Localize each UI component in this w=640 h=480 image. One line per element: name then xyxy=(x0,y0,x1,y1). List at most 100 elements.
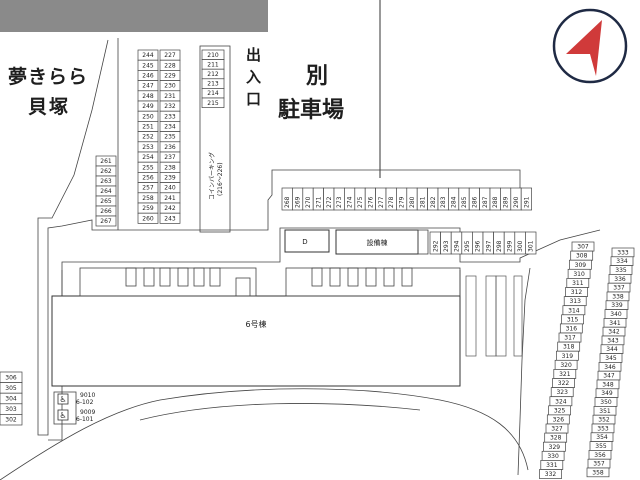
parking-slot-number: 317 xyxy=(564,335,576,342)
parking-slot: 323 xyxy=(550,387,574,398)
coin-parking-area xyxy=(199,45,231,233)
parking-slot: 305 xyxy=(0,382,23,394)
parking-slot-number: 315 xyxy=(567,316,579,323)
parking-slot: 291 xyxy=(520,187,532,211)
accessible-2-num: 9009 xyxy=(80,409,95,416)
parking-slot: 307 xyxy=(571,241,595,252)
parking-slot-number: 263 xyxy=(100,178,112,185)
parking-slot: 293 xyxy=(440,231,452,255)
parking-slot: 240 xyxy=(159,182,181,194)
parking-slot: 288 xyxy=(489,187,501,211)
parking-slot: 320 xyxy=(554,359,578,370)
parking-slot: 296 xyxy=(472,231,484,255)
building-6-label: 6号棟 xyxy=(245,319,266,329)
parking-slot: 253 xyxy=(137,141,159,153)
parking-slot: 255 xyxy=(137,161,159,173)
parking-slot-number: 235 xyxy=(164,134,176,141)
parking-slot: 242 xyxy=(159,202,181,214)
parking-slot: 254 xyxy=(137,151,159,163)
parking-slot: 235 xyxy=(159,131,181,143)
parking-slot-number: 303 xyxy=(5,406,17,413)
parking-slot: 282 xyxy=(427,187,439,211)
facility-building xyxy=(335,229,419,255)
parking-slot: 358 xyxy=(586,467,610,478)
parking-slot-number: 300 xyxy=(517,240,524,252)
parking-slot: 268 xyxy=(281,187,293,211)
entrance-label-1: 出 xyxy=(246,46,262,64)
parking-slot: 316 xyxy=(559,323,583,334)
parking-slot: 232 xyxy=(159,100,181,112)
parking-slot-number: 245 xyxy=(142,62,154,69)
parking-slot-number: 247 xyxy=(142,83,154,90)
parking-slot: 326 xyxy=(546,414,570,425)
parking-slot-number: 233 xyxy=(164,113,176,120)
parking-slot-number: 258 xyxy=(142,195,154,202)
parking-slot-number: 249 xyxy=(142,103,154,110)
accessible-1-unit: 6-102 xyxy=(76,399,94,406)
svg-text:♿: ♿ xyxy=(59,411,66,420)
parking-slot-number: 246 xyxy=(142,73,154,80)
parking-slot: 239 xyxy=(159,172,181,183)
parking-slot-number: 272 xyxy=(326,196,333,208)
parking-slot: 231 xyxy=(159,90,181,102)
parking-slot-number: 252 xyxy=(142,134,154,141)
parking-slot: 351 xyxy=(593,406,617,416)
parking-slot-number: 349 xyxy=(601,390,613,397)
parking-slot: 311 xyxy=(566,278,590,288)
parking-slot-number: 273 xyxy=(336,196,343,208)
parking-slot-number: 357 xyxy=(593,461,605,468)
parking-slot-number: 210 xyxy=(207,52,219,59)
parking-slot: 277 xyxy=(375,187,387,211)
parking-slot-number: 325 xyxy=(554,407,566,414)
parking-slot-number: 287 xyxy=(482,196,489,208)
parking-slot: 319 xyxy=(556,350,579,361)
parking-slot: 256 xyxy=(137,172,159,183)
parking-slot: 289 xyxy=(500,187,512,211)
parking-slot-number: 278 xyxy=(388,196,395,208)
parking-slot: 237 xyxy=(159,151,181,163)
parking-slot-number: 275 xyxy=(357,196,364,208)
parking-slot: 330 xyxy=(541,450,565,461)
parking-slot: 342 xyxy=(602,326,626,337)
bottom-curve-inner xyxy=(139,403,421,421)
parking-slot: 349 xyxy=(595,388,619,398)
parking-slot-number: 314 xyxy=(568,307,580,314)
parking-slot: 292 xyxy=(429,231,441,255)
parking-slot: 309 xyxy=(569,259,592,270)
parking-slot: 213 xyxy=(201,78,225,89)
parking-slot-number: 274 xyxy=(347,196,354,208)
parking-slot-number: 280 xyxy=(409,196,416,208)
parking-slot: 314 xyxy=(562,305,586,316)
parking-slot: 322 xyxy=(552,378,575,388)
parking-slot: 269 xyxy=(292,187,304,211)
parking-slot: 287 xyxy=(479,187,491,211)
parking-slot: 273 xyxy=(333,187,345,211)
wheelchair-icon xyxy=(57,393,69,405)
parking-slot: 238 xyxy=(159,161,181,173)
bottom-curve xyxy=(0,388,529,480)
parking-slot-number: 229 xyxy=(164,73,176,80)
parking-slot-number: 334 xyxy=(616,258,628,265)
parking-slot: 243 xyxy=(159,212,181,224)
parking-slot-number: 254 xyxy=(142,154,154,161)
parking-slot-number: 299 xyxy=(507,240,514,252)
parking-slot-number: 331 xyxy=(546,462,558,469)
parking-slot: 210 xyxy=(201,49,225,60)
parking-slot: 233 xyxy=(159,110,181,122)
parking-slot-number: 321 xyxy=(559,371,571,378)
parking-slot: 334 xyxy=(610,256,634,266)
parking-slot-number: 285 xyxy=(461,196,468,208)
parking-slot-number: 358 xyxy=(592,469,604,476)
parking-slot: 281 xyxy=(416,187,428,211)
parking-slot: 290 xyxy=(510,187,522,211)
parking-slot-number: 338 xyxy=(612,293,624,300)
parking-slot: 279 xyxy=(396,187,408,211)
parking-slot-number: 286 xyxy=(471,196,478,208)
parking-slot-number: 339 xyxy=(611,302,623,309)
parking-slot: 258 xyxy=(137,192,159,204)
parking-slot-number: 355 xyxy=(595,443,607,450)
parking-slot-number: 307 xyxy=(577,244,589,251)
parking-slot: 306 xyxy=(0,371,23,383)
parking-slot-number: 277 xyxy=(378,196,385,208)
parking-slot-number: 351 xyxy=(599,408,611,415)
